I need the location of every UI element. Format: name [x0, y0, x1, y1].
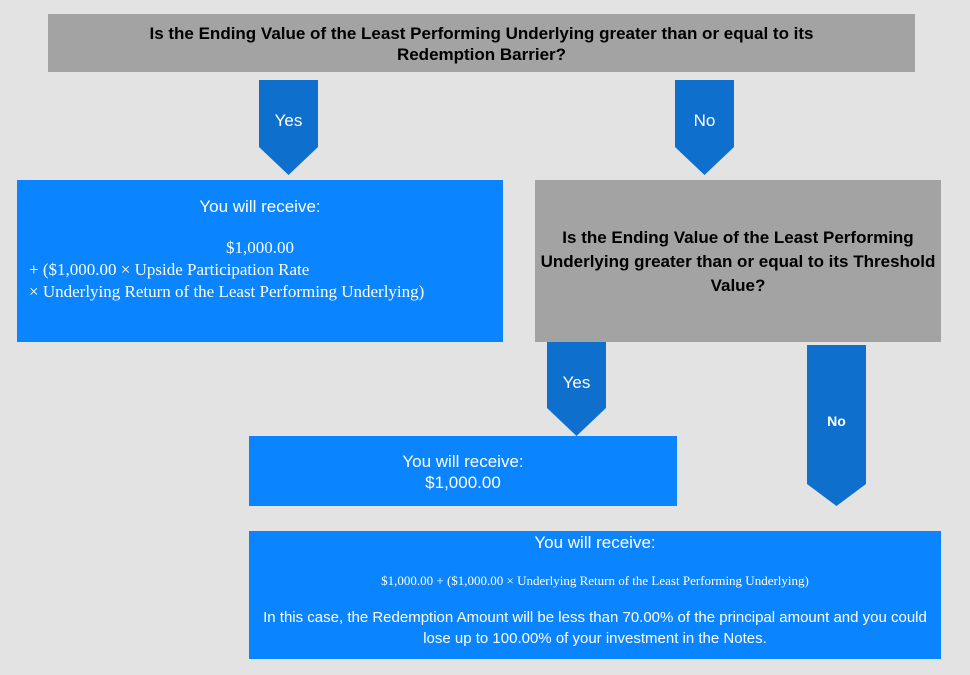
- result-upside-line1: $1,000.00: [226, 238, 294, 257]
- result-upside-line3: × Underlying Return of the Least Perform…: [29, 282, 425, 301]
- yes-arrow-1: [259, 80, 318, 175]
- result-loss-formula: $1,000.00 + ($1,000.00 × Underlying Retu…: [381, 573, 809, 588]
- result-upside-line2: + ($1,000.00 × Upside Participation Rate: [29, 260, 310, 279]
- question-threshold-value: Is the Ending Value of the Least Perform…: [535, 180, 941, 342]
- result-principal-heading: You will receive:: [402, 452, 524, 471]
- question-threshold-value-text: Is the Ending Value of the Least Perform…: [540, 228, 936, 295]
- yes-arrow-1-label: Yes: [274, 111, 303, 130]
- result-loss-note: In this case, the Redemption Amount will…: [263, 609, 927, 647]
- question-redemption-barrier: Is the Ending Value of the Least Perform…: [48, 14, 915, 72]
- no-arrow-2-label: No: [827, 413, 846, 429]
- result-principal-amount: $1,000.00: [425, 473, 501, 492]
- no-arrow-1-label: No: [693, 111, 716, 130]
- no-arrow-1: [675, 80, 734, 175]
- result-loss-payout: You will receive: $1,000.00 + ($1,000.00…: [249, 531, 941, 659]
- result-upside-heading: You will receive:: [199, 197, 321, 216]
- yes-arrow-2: [547, 342, 606, 436]
- no-arrow-2: [807, 345, 866, 506]
- question-redemption-barrier-text: Is the Ending Value of the Least Perform…: [149, 24, 814, 64]
- result-loss-heading: You will receive:: [534, 533, 656, 552]
- result-principal-payout: You will receive: $1,000.00: [249, 436, 677, 506]
- result-upside-payout: You will receive: $1,000.00 + ($1,000.00…: [17, 180, 503, 342]
- yes-arrow-2-label: Yes: [562, 373, 591, 392]
